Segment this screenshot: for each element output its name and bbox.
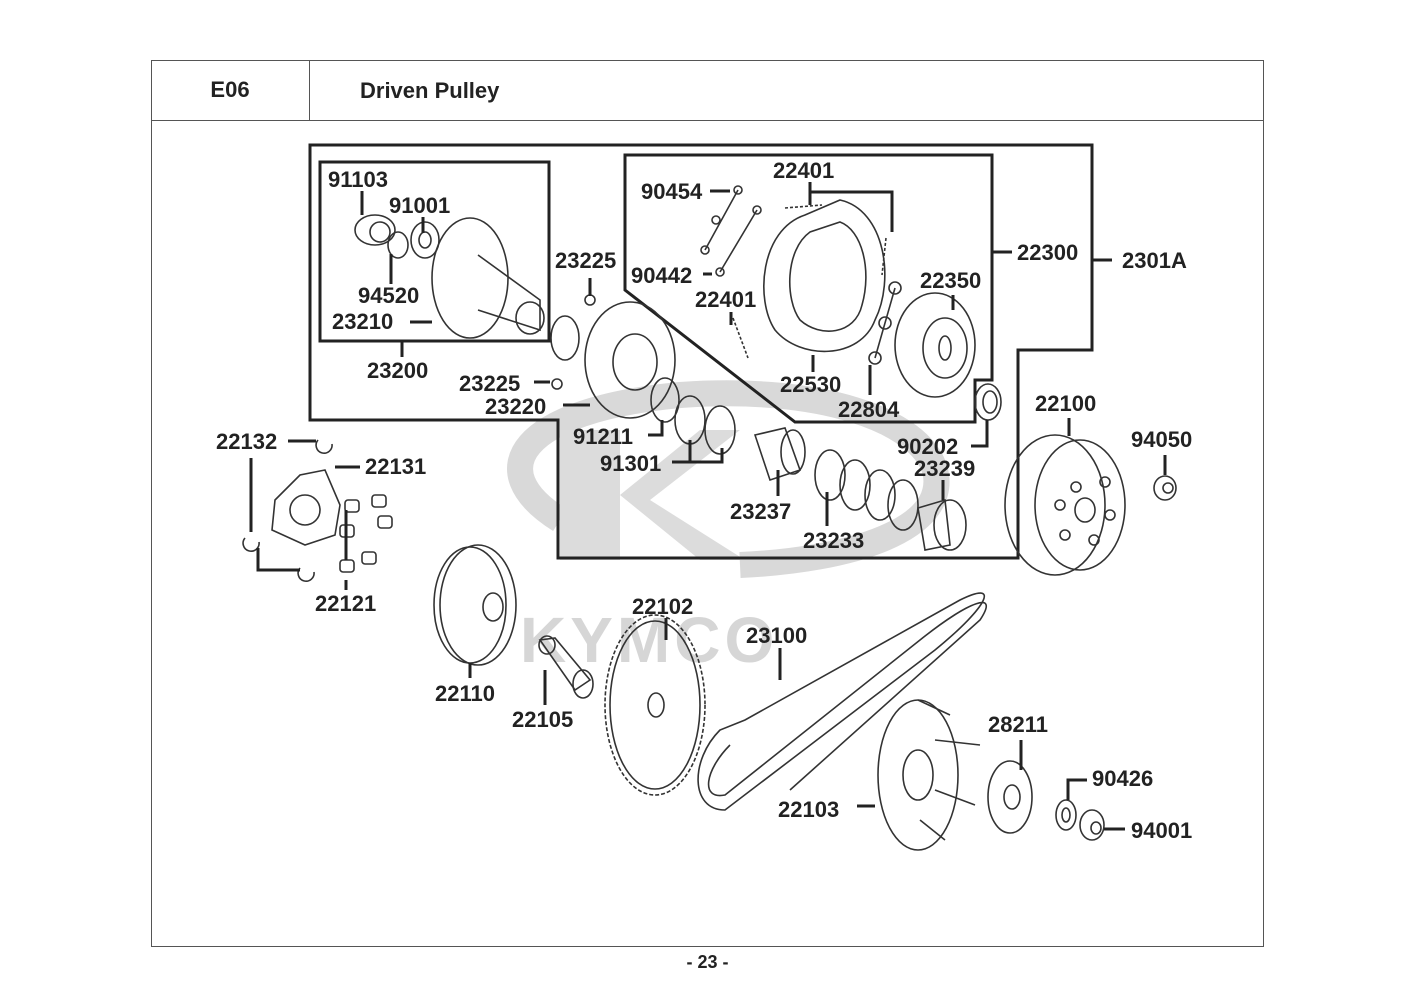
damper-drawing [868,281,902,365]
o-ring-2-drawing [704,405,736,455]
label-22401-lower: 22401 [695,287,756,312]
circlip-drawing [387,231,409,259]
nut-94050-drawing [1153,475,1177,501]
starter-ratchet-drawing [987,760,1033,834]
label-22105: 22105 [512,707,573,732]
part-labels: 91103 91001 94520 23210 23200 23225 2322… [216,158,1192,843]
washer-90426-drawing [1055,799,1077,831]
label-23225-lower: 23225 [459,371,520,396]
ramp-plate-drawing [271,469,341,546]
spring-seat-drawing [917,498,967,551]
ball-bearing-drawing [410,221,440,259]
label-23225-upper: 23225 [555,248,616,273]
clutch-spring-right-drawing [881,237,887,276]
label-22131: 22131 [365,454,426,479]
header-divider [151,120,1264,121]
fan-drawing [877,699,981,851]
needle-bearing-drawing [354,214,396,246]
drive-face-boss-drawing [538,635,594,699]
oil-seal-upper-drawing [550,315,580,361]
outline-2301A [308,143,1094,560]
label-22350: 22350 [920,268,981,293]
label-91001: 91001 [389,193,450,218]
label-23233: 23233 [803,528,864,553]
label-2301A: 2301A [1122,248,1187,273]
label-22103: 22103 [778,797,839,822]
label-23210: 23210 [332,309,393,334]
movable-driven-face-drawing [584,301,676,419]
label-90454: 90454 [641,179,703,204]
label-22100: 22100 [1035,391,1096,416]
slide-piece-top-drawing [315,439,333,454]
clutch-outer-drawing [1004,434,1126,576]
movable-drive-face-drawing [433,544,517,666]
page-title: Driven Pulley [360,77,500,103]
watermark-text: KYMCO [520,604,778,676]
label-22132: 22132 [216,429,277,454]
driven-face-spring-drawing [814,449,919,531]
label-90442: 90442 [631,263,692,288]
label-23220: 23220 [485,394,546,419]
washer-link-drawing [700,185,762,277]
label-91301: 91301 [600,451,661,476]
label-22110: 22110 [435,681,495,706]
page-frame [151,60,1264,947]
label-94001: 94001 [1131,818,1192,843]
kymco-watermark: KYMCO [507,380,950,676]
label-90202: 90202 [897,434,958,459]
driven-face-drawing [431,217,545,339]
label-22401-upper: 22401 [773,158,834,183]
part-drawings [242,185,1177,851]
label-22121: 22121 [315,591,376,616]
guide-pin-lower-drawing [551,378,563,390]
leader-lines [249,182,1167,831]
clutch-spring-upper-drawing [784,204,823,209]
drive-face-drawing [604,614,706,796]
label-90426: 90426 [1092,766,1153,791]
seal-collar-drawing [753,427,806,482]
slide-piece-left-drawing [242,537,260,552]
label-23239: 23239 [914,456,975,481]
clutch-spring-lower-drawing [732,317,749,359]
label-23100: 23100 [746,623,807,648]
nut-94001-drawing [1079,809,1105,841]
label-23237: 23237 [730,499,791,524]
watermark-swoosh [507,380,950,578]
v-belt-drawing [697,592,987,811]
label-91103: 91103 [328,167,388,192]
label-22102: 22102 [632,594,693,619]
nut-90202-drawing [974,383,1002,421]
label-22530: 22530 [780,372,841,397]
oil-seal-drawing [650,377,680,423]
label-91211: 91211 [573,424,633,449]
label-94520: 94520 [358,283,419,308]
outline-23200 [318,160,551,343]
label-23200: 23200 [367,358,428,383]
label-94050: 94050 [1131,427,1192,452]
clutch-plate-drawing [894,292,976,398]
label-28211: 28211 [988,712,1048,737]
watermark-k-arm [620,430,745,560]
watermark-k-stem [560,430,620,560]
label-22300: 22300 [1017,240,1078,265]
label-22804: 22804 [838,397,900,422]
weight-rollers-drawing [339,494,393,573]
guide-pin-upper-drawing [584,294,596,306]
page-number: - 23 - [686,952,729,972]
slide-piece-bottom-drawing [297,567,315,582]
clutch-weight-drawing [763,199,886,353]
